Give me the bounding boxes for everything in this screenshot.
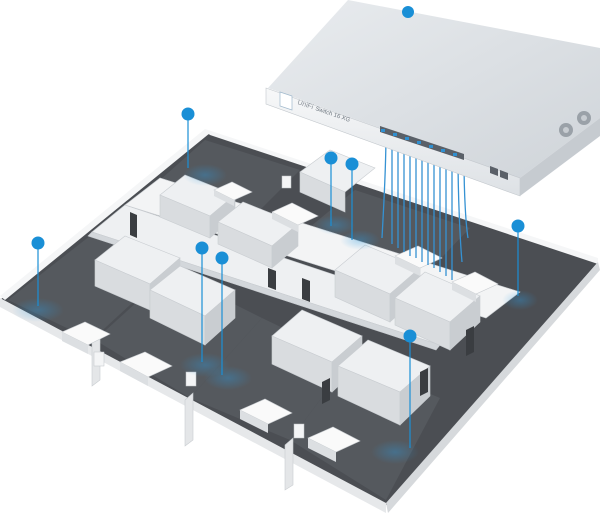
ap-marker-7 [511,219,525,296]
wifi-coverage [12,164,538,464]
outer-wall-north [205,129,598,264]
doors [130,212,474,404]
bed-6 [307,426,361,462]
bed-8 [451,271,499,302]
ap-marker-6 [215,251,229,375]
bed-4 [119,351,173,386]
switch-status-indicator [402,6,414,18]
outer-wall-south-east [386,262,600,513]
switch-top [268,0,600,178]
network-switch: UniFi Switch 16 XG [265,0,600,197]
switch-display [279,91,293,111]
bed-3 [61,321,111,354]
ap-marker-8 [403,329,417,448]
ap-marker-1 [181,107,195,168]
bed-5 [239,398,293,433]
port-jacks [381,129,457,156]
interior-walls [87,149,521,491]
ap-marker-4 [31,236,45,306]
beds [61,181,499,462]
fan-vents [559,111,591,137]
switch-side [520,118,600,196]
bed-1 [213,181,253,206]
chairs [93,175,305,439]
bed-2 [271,202,319,232]
outer-wall-west [0,129,210,300]
ap-marker-5 [195,241,209,362]
room-floor-5 [160,140,300,215]
floor-plan [0,129,600,513]
access-point-markers [31,107,525,448]
ap-marker-2 [324,151,338,226]
ap-marker-3 [345,157,359,240]
